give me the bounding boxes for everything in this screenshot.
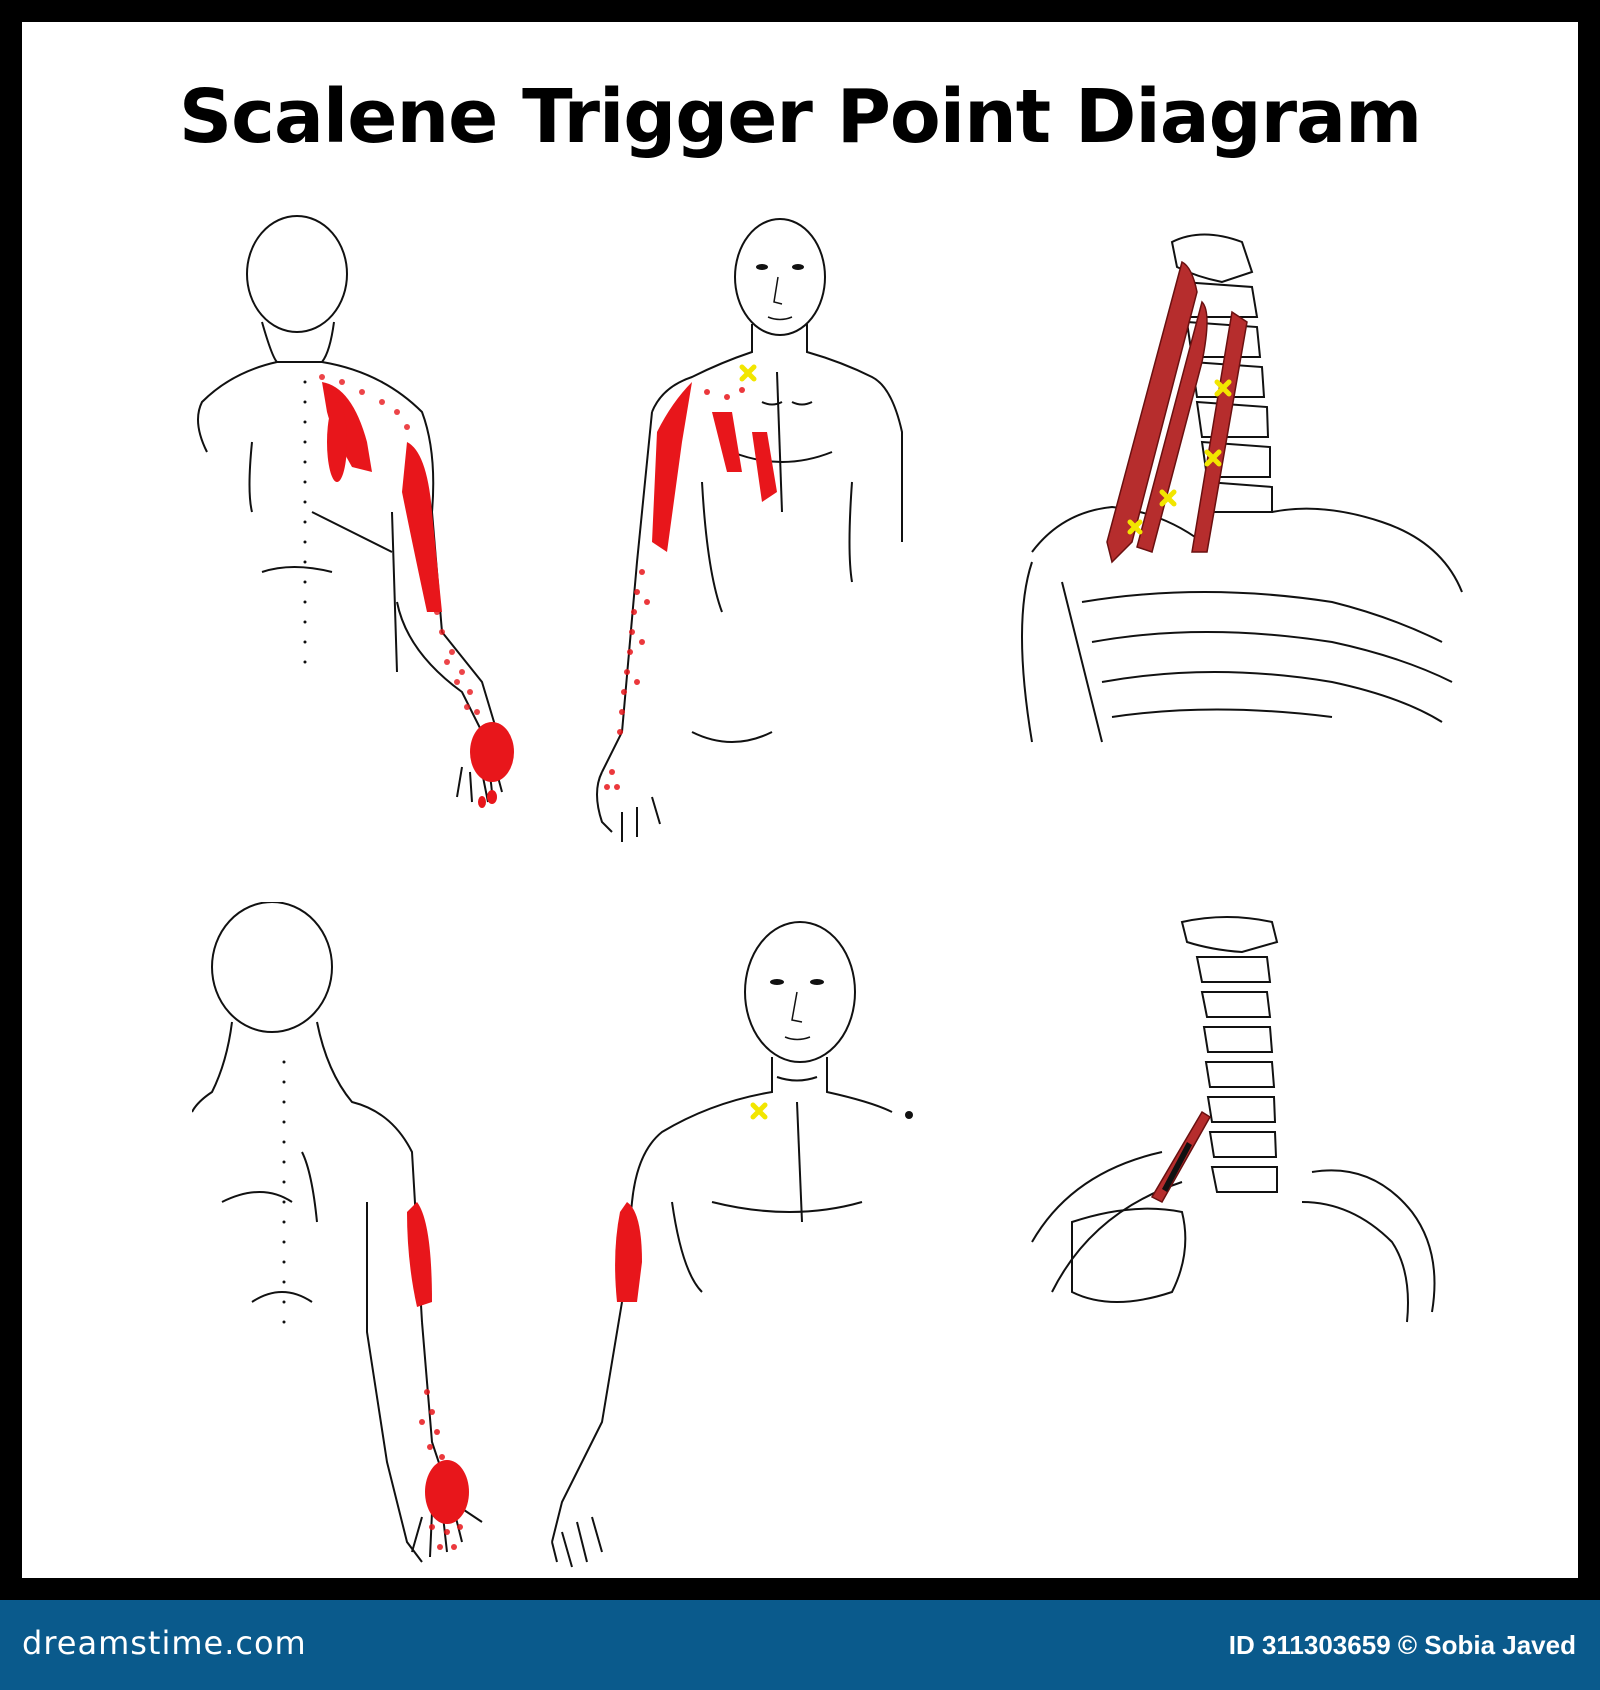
trigger-point-marker	[750, 1102, 768, 1120]
figure-front-view-top	[582, 212, 922, 852]
figure-scalene-anatomy-bottom	[1012, 912, 1482, 1332]
trigger-point-markers	[1127, 379, 1232, 535]
figure-back-view-bottom	[192, 902, 562, 1578]
footer-bar: dreamstime.com ID 311303659 © Sobia Jave…	[0, 1600, 1600, 1690]
figure-scalene-anatomy-top	[1002, 222, 1482, 782]
diagram-panel: Scalene Trigger Point Diagram	[22, 22, 1578, 1578]
figure-back-view-top	[192, 212, 592, 852]
figure-front-view-bottom	[542, 902, 922, 1578]
diagram-title: Scalene Trigger Point Diagram	[178, 74, 1422, 160]
brand-logo-text[interactable]: dreamstime.com	[22, 1624, 307, 1662]
image-id-credit: ID 311303659 © Sobia Javed	[1228, 1630, 1576, 1660]
trigger-point-marker	[739, 364, 757, 382]
image-frame: Scalene Trigger Point Diagram	[0, 0, 1600, 1600]
